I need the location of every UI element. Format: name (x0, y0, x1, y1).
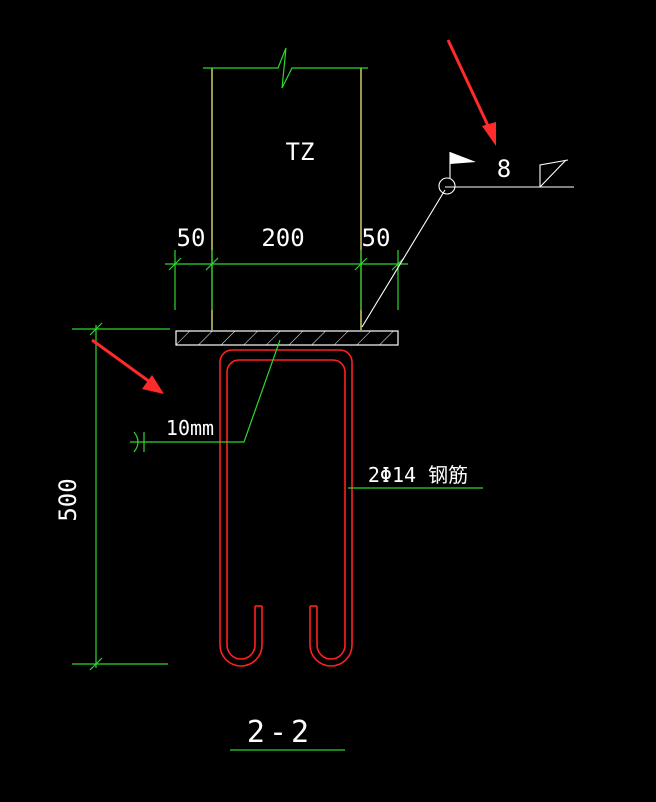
vertical-dimension (72, 322, 170, 671)
dim-column-width: 200 (261, 224, 304, 252)
annotation-arrow-left (91, 338, 164, 394)
column-label: TZ (286, 138, 315, 166)
rebar-hoop (219, 349, 353, 667)
annotation-arrow-top (446, 39, 496, 146)
rebar-label: 2Φ14 钢筋 (368, 463, 468, 487)
plate-thickness-label: 10mm (166, 416, 214, 440)
dim-right-offset: 50 (362, 224, 391, 252)
break-line (203, 47, 368, 89)
weld-symbol (361, 152, 574, 328)
section-title: 2-2 (247, 715, 313, 750)
weld-size-label: 8 (497, 155, 511, 183)
dim-left-offset: 50 (177, 224, 206, 252)
dim-anchor-depth: 500 (54, 478, 82, 521)
plate-thickness-leader (130, 339, 281, 453)
horizontal-dimension (165, 250, 408, 310)
steel-plate (175, 330, 399, 346)
column-outline (211, 68, 362, 330)
weld-flag-icon (450, 152, 476, 164)
